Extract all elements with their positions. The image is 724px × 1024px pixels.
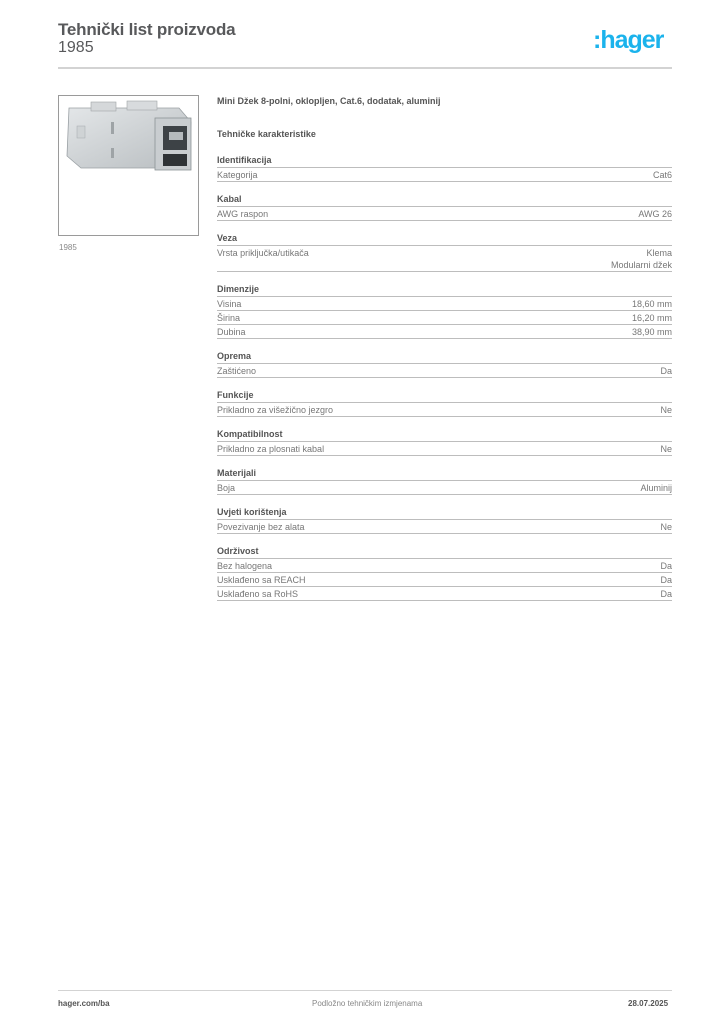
spec-label: Dubina <box>217 327 246 337</box>
section-title: Materijali <box>217 468 672 481</box>
section-materijali: Materijali Boja Aluminij <box>217 468 672 495</box>
article-number: 1985 <box>58 39 94 56</box>
spec-label: Prikladno za plosnati kabal <box>217 444 325 454</box>
spec-row: Boja Aluminij <box>217 481 672 495</box>
spec-value: Cat6 <box>652 170 672 180</box>
section-funkcije: Funkcije Prikladno za višežično jezgro Ne <box>217 390 672 417</box>
section-title: Kabal <box>217 194 672 207</box>
spec-value: Ne <box>660 444 672 454</box>
spec-value-line: Klema <box>646 248 672 258</box>
spec-label: Kategorija <box>217 170 258 180</box>
spec-label: Usklađeno sa REACH <box>217 575 306 585</box>
section-identifikacija: Identifikacija Kategorija Cat6 <box>217 155 672 182</box>
section-title: Oprema <box>217 351 672 364</box>
spec-value: Ne <box>660 405 672 415</box>
spec-row: Zaštićeno Da <box>217 364 672 378</box>
spec-row: Širina 16,20 mm <box>217 311 672 325</box>
spec-value: AWG 26 <box>638 209 672 219</box>
section-title: Identifikacija <box>217 155 672 168</box>
page-title: Tehnički list proizvoda <box>58 20 236 39</box>
spec-label: Vrsta priključka/utikača <box>217 248 309 258</box>
spec-row: Kategorija Cat6 <box>217 168 672 182</box>
spec-row: Prikladno za višežično jezgro Ne <box>217 403 672 417</box>
spec-label: Usklađeno sa RoHS <box>217 589 299 599</box>
spec-value: Da <box>660 589 672 599</box>
spec-row: Usklađeno sa REACH Da <box>217 573 672 587</box>
rj45-jack-image-icon <box>66 100 192 171</box>
spec-label: Povezivanje bez alata <box>217 522 305 532</box>
product-image <box>58 95 199 236</box>
hager-logo: :hager <box>593 26 664 54</box>
spec-label: Širina <box>217 313 241 323</box>
spec-value: 38,90 mm <box>631 327 672 337</box>
section-uvjeti-koristenja: Uvjeti korištenja Povezivanje bez alata N… <box>217 507 672 534</box>
spec-value: Ne <box>660 522 672 532</box>
spec-value: Da <box>660 575 672 585</box>
spec-row: Prikladno za plosnati kabal Ne <box>217 442 672 456</box>
section-title: Dimenzije <box>217 284 672 297</box>
spec-value-line: Modularni džek <box>610 260 672 270</box>
footer-notice: Podložno tehničkim izmjenama <box>312 999 423 1008</box>
footer-date: 28.07.2025 <box>628 999 669 1008</box>
spec-value: Da <box>660 561 672 571</box>
spec-label: Bez halogena <box>217 561 273 571</box>
image-caption: 1985 <box>59 243 77 252</box>
spec-row: Bez halogena Da <box>217 559 672 573</box>
section-oprema: Oprema Zaštićeno Da <box>217 351 672 378</box>
section-kompatibilnost: Kompatibilnost Prikladno za plosnati kab… <box>217 429 672 456</box>
section-title: Uvjeti korištenja <box>217 507 672 520</box>
spec-label: AWG raspon <box>217 209 269 219</box>
section-title: Održivost <box>217 546 672 559</box>
spec-label: Zaštićeno <box>217 366 257 376</box>
section-title: Kompatibilnost <box>217 429 672 442</box>
spec-value: 16,20 mm <box>631 313 672 323</box>
spec-value: Da <box>660 366 672 376</box>
section-title: Veza <box>217 233 672 246</box>
spec-row: Povezivanje bez alata Ne <box>217 520 672 534</box>
spec-label: Visina <box>217 299 242 309</box>
spec-label: Boja <box>217 483 236 493</box>
tech-heading: Tehničke karakteristike <box>217 129 316 139</box>
spec-value: Aluminij <box>640 483 672 493</box>
section-title: Funkcije <box>217 390 672 403</box>
header-divider <box>58 67 672 69</box>
spec-content: Mini Džek 8-polni, oklopljen, Cat.6, dod… <box>217 96 672 601</box>
section-kabal: Kabal AWG raspon AWG 26 <box>217 194 672 221</box>
spec-row: Dubina 38,90 mm <box>217 325 672 339</box>
spec-value: 18,60 mm <box>631 299 672 309</box>
spec-row: AWG raspon AWG 26 <box>217 207 672 221</box>
spec-label: Prikladno za višežično jezgro <box>217 405 334 415</box>
spec-row: Visina 18,60 mm <box>217 297 672 311</box>
footer-website-link[interactable]: hager.com/ba <box>58 999 110 1008</box>
spec-row: Usklađeno sa RoHS Da <box>217 587 672 601</box>
product-title: Mini Džek 8-polni, oklopljen, Cat.6, dod… <box>217 96 441 106</box>
footer-divider <box>58 990 672 991</box>
